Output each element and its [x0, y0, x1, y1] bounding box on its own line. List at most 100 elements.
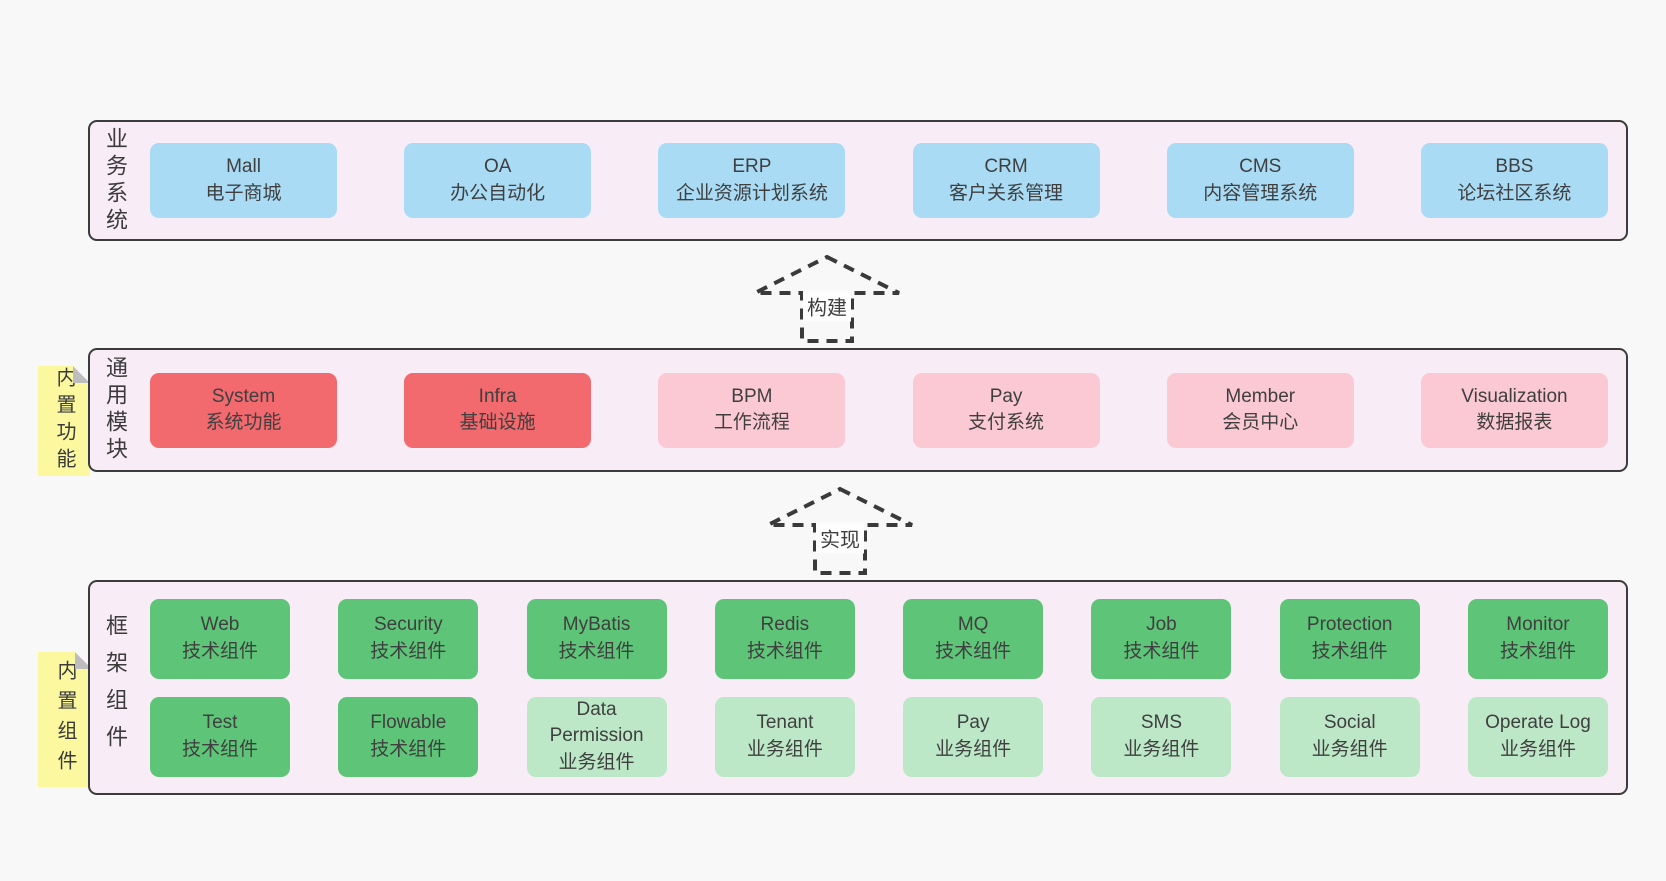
box-subtitle: 技术组件: [370, 738, 447, 760]
box-subtitle: 企业资源计划系统: [675, 182, 828, 204]
box-title: Protection: [1306, 614, 1393, 636]
arrow-label: 构建: [803, 290, 851, 322]
sticky-note-built-in-components: 内置组件: [38, 652, 92, 787]
box-mybatis: MyBatis 技术组件: [526, 598, 667, 679]
arrow-build: 构建: [752, 254, 902, 344]
section-common-modules: 通用模块 System 系统功能 Infra 基础设施 BPM 工作流程 Pay…: [88, 348, 1628, 472]
box-crm: CRM 客户关系管理: [912, 143, 1100, 218]
box-title: Data Permission: [549, 699, 644, 747]
box-bpm: BPM 工作流程: [658, 372, 846, 448]
components-box-row-1: Web 技术组件 Security 技术组件 MyBatis 技术组件 Redi…: [150, 598, 1608, 679]
box-title: Redis: [760, 614, 810, 636]
box-title: SMS: [1140, 712, 1182, 734]
box-subtitle: 业务组件: [1311, 738, 1388, 760]
box-subtitle: 业务组件: [746, 738, 823, 760]
box-title: BBS: [1495, 156, 1534, 178]
box-visualization: Visualization 数据报表: [1420, 372, 1608, 448]
box-monitor: Monitor 技术组件: [1467, 598, 1608, 679]
box-subtitle: 技术组件: [181, 640, 258, 662]
box-subtitle: 技术组件: [746, 640, 823, 662]
box-title: System: [211, 385, 276, 407]
box-title: Pay: [956, 712, 990, 734]
box-title: MQ: [957, 614, 989, 636]
box-subtitle: 技术组件: [935, 640, 1012, 662]
box-subtitle: 技术组件: [1499, 640, 1576, 662]
box-title: Web: [200, 614, 240, 636]
box-redis: Redis 技术组件: [714, 598, 855, 679]
section-business-systems: 业务系统 Mall 电子商城 OA 办公自动化 ERP 企业资源计划系统 CRM…: [88, 120, 1628, 241]
arrow-label: 实现: [816, 522, 864, 554]
box-erp: ERP 企业资源计划系统: [658, 143, 846, 218]
box-subtitle: 数据报表: [1476, 412, 1553, 433]
box-oa: OA 办公自动化: [404, 143, 592, 218]
section-label-components: 框架组件: [103, 613, 128, 762]
up-arrow-icon: [767, 486, 913, 575]
section-label-business: 业务系统: [103, 126, 128, 235]
box-title: MyBatis: [562, 614, 631, 636]
box-title: Job: [1146, 614, 1177, 636]
box-protection: Protection 技术组件: [1279, 598, 1420, 679]
box-sms: SMS 业务组件: [1091, 696, 1232, 777]
sticky-note-built-in-features: 内置功能: [38, 366, 90, 476]
box-title: OA: [483, 156, 512, 178]
box-title: Member: [1225, 385, 1296, 407]
box-test: Test 技术组件: [150, 696, 290, 777]
box-title: Monitor: [1506, 614, 1570, 636]
box-subtitle: 支付系统: [968, 412, 1045, 433]
section-label-modules: 通用模块: [103, 356, 128, 464]
modules-box-row: System 系统功能 Infra 基础设施 BPM 工作流程 Pay 支付系统…: [126, 372, 1626, 448]
box-web: Web 技术组件: [150, 598, 290, 679]
box-operate-log: Operate Log 业务组件: [1467, 696, 1608, 777]
box-infra: Infra 基础设施: [404, 372, 592, 448]
box-subtitle: 论坛社区系统: [1457, 182, 1572, 204]
box-data-permission: Data Permission 业务组件: [526, 696, 667, 777]
box-cms: CMS 内容管理系统: [1166, 143, 1354, 218]
box-title: BPM: [731, 385, 773, 407]
box-title: Infra: [478, 385, 517, 407]
box-subtitle: 技术组件: [1311, 640, 1388, 662]
box-title: Operate Log: [1485, 712, 1591, 734]
box-subtitle: 电子商城: [205, 182, 282, 204]
box-tenant: Tenant 业务组件: [714, 696, 855, 777]
box-mq: MQ 技术组件: [903, 598, 1044, 679]
box-member: Member 会员中心: [1166, 372, 1354, 448]
box-subtitle: 客户关系管理: [949, 182, 1064, 204]
box-subtitle: 内容管理系统: [1203, 182, 1318, 204]
box-subtitle: 会员中心: [1222, 412, 1299, 433]
box-title: Visualization: [1461, 385, 1568, 407]
box-subtitle: 系统功能: [205, 412, 282, 433]
box-flowable: Flowable 技术组件: [338, 696, 479, 777]
box-system: System 系统功能: [150, 372, 337, 448]
box-title: CRM: [984, 156, 1028, 178]
box-social: Social 业务组件: [1279, 696, 1420, 777]
components-rows: Web 技术组件 Security 技术组件 MyBatis 技术组件 Redi…: [126, 598, 1626, 777]
box-subtitle: 技术组件: [181, 738, 258, 760]
box-title: Mall: [226, 156, 261, 178]
business-box-row: Mall 电子商城 OA 办公自动化 ERP 企业资源计划系统 CRM 客户关系…: [126, 143, 1626, 218]
box-subtitle: 业务组件: [935, 738, 1012, 760]
box-pay-component: Pay 业务组件: [903, 696, 1044, 777]
box-mall: Mall 电子商城: [150, 143, 337, 218]
box-subtitle: 工作流程: [713, 412, 790, 433]
components-box-row-2: Test 技术组件 Flowable 技术组件 Data Permission …: [150, 696, 1608, 777]
up-arrow-icon: [754, 254, 900, 343]
box-subtitle: 办公自动化: [450, 182, 546, 204]
box-subtitle: 基础设施: [459, 412, 536, 433]
box-title: Pay: [989, 385, 1023, 407]
box-title: Social: [1323, 712, 1376, 734]
box-job: Job 技术组件: [1091, 598, 1232, 679]
box-title: Test: [202, 712, 238, 734]
box-title: Security: [373, 614, 443, 636]
sticky-note-label: 内置组件: [54, 659, 76, 780]
sticky-note-label: 内置功能: [53, 367, 75, 475]
box-subtitle: 技术组件: [370, 640, 447, 662]
box-subtitle: 技术组件: [1123, 640, 1200, 662]
box-title: CMS: [1239, 156, 1282, 178]
box-subtitle: 业务组件: [1123, 738, 1200, 760]
box-title: Flowable: [370, 712, 447, 734]
box-subtitle: 技术组件: [558, 640, 635, 662]
box-title: ERP: [732, 156, 772, 178]
box-title: Tenant: [756, 712, 814, 734]
section-framework-components: 框架组件 Web 技术组件 Security 技术组件 MyBatis 技术组件…: [88, 580, 1628, 795]
